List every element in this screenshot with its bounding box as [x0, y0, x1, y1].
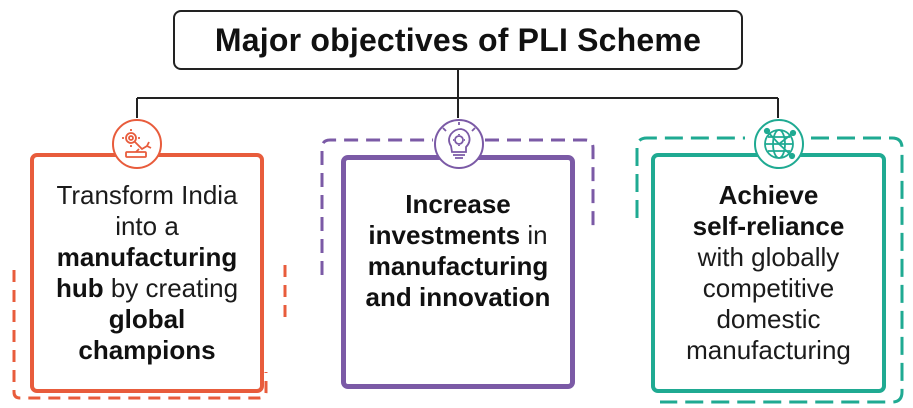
- lightbulb-gear-icon: [434, 119, 484, 169]
- text-line: domestic: [716, 304, 821, 334]
- text-line-bold: champions: [78, 335, 216, 365]
- objective-card-self-reliance: Achieve self-reliance with globally comp…: [651, 153, 886, 393]
- objective-text: Achieve self-reliance with globally comp…: [686, 180, 851, 366]
- text-line-bold: and innovation: [365, 282, 551, 312]
- objective-text: Increase investments in manufacturing an…: [366, 189, 551, 313]
- page-title: Major objectives of PLI Scheme: [214, 21, 702, 58]
- objective-card-investments: Increase investments in manufacturing an…: [341, 155, 575, 389]
- text-line-bold: manufacturing: [56, 242, 238, 272]
- text-line: with globally: [697, 242, 840, 272]
- text-line: manufacturing: [686, 335, 851, 365]
- text-line-bold: hub: [55, 273, 104, 303]
- text-line: into a: [115, 211, 179, 241]
- text-line-bold: manufacturing: [367, 251, 549, 281]
- title-box: Major objectives of PLI Scheme: [173, 10, 743, 70]
- text-line: by creating: [103, 273, 239, 303]
- objective-text: Transform India into a manufacturing hub…: [56, 180, 238, 366]
- text-line: Transform India: [56, 180, 238, 210]
- text-line-bold: Increase: [405, 189, 511, 219]
- text-line: in: [520, 220, 548, 250]
- robot-arm-gear-icon: [112, 119, 162, 169]
- text-line-bold: investments: [368, 220, 521, 250]
- text-line-bold: self-reliance: [692, 211, 845, 241]
- purple-dashed-frame: [320, 138, 433, 275]
- text-line: competitive: [702, 273, 835, 303]
- objective-card-manufacturing-hub: Transform India into a manufacturing hub…: [30, 153, 264, 393]
- text-line-bold: Achieve: [718, 180, 819, 210]
- globe-network-icon: [754, 119, 804, 169]
- text-line-bold: global: [108, 304, 186, 334]
- teal-dashed-frame: [635, 136, 745, 218]
- orange-dashed-frame: [12, 270, 268, 400]
